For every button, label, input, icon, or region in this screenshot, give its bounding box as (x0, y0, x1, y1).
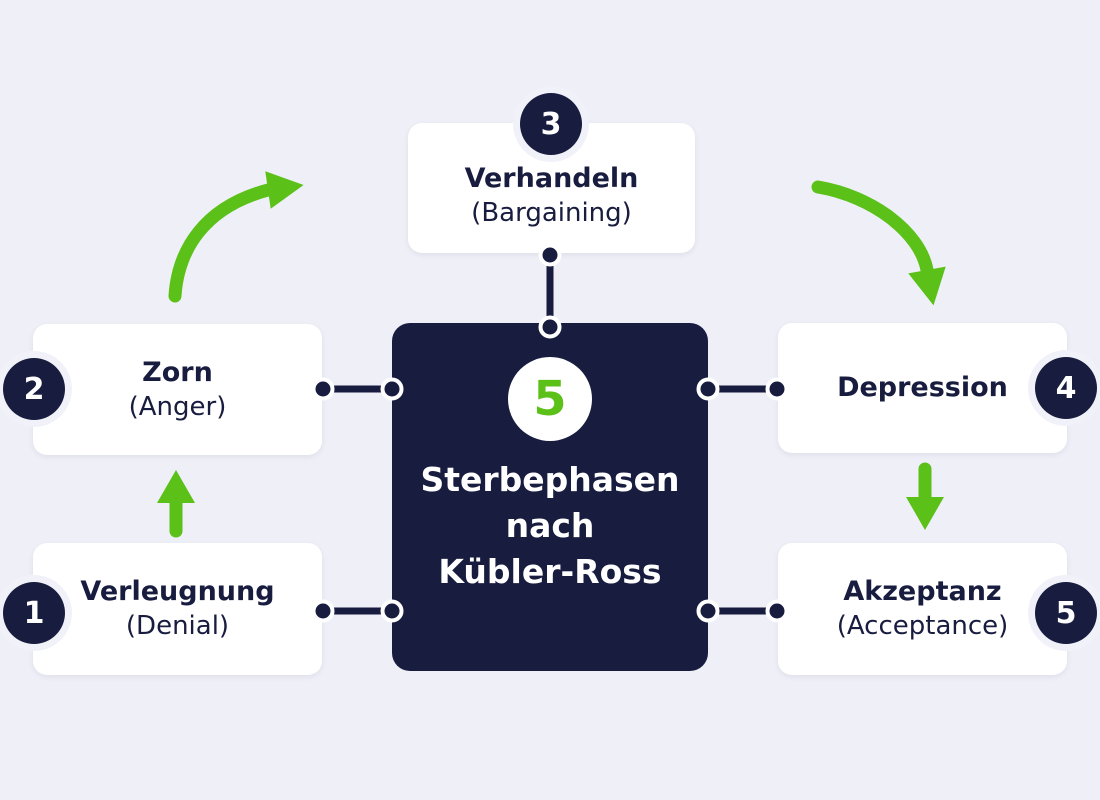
center-title-line: nach (505, 506, 595, 545)
stage-card-depression: Depression (778, 323, 1067, 453)
diagram-title: Sterbephasen nach Kübler-Ross (420, 457, 679, 595)
stage-name-en: (Acceptance) (836, 611, 1009, 641)
stage-number-badge: 2 (3, 358, 65, 420)
center-title-line: Sterbephasen (420, 460, 680, 499)
center-card: 5 Sterbephasen nach Kübler-Ross (392, 323, 708, 671)
center-number-circle: 5 (508, 357, 592, 441)
stage-name-de: Zorn (142, 356, 213, 388)
stage-name-de: Verhandeln (464, 163, 639, 194)
stage-name-en: (Denial) (125, 611, 230, 641)
stage-name-en: (Anger) (128, 391, 227, 422)
stage-number-badge: 3 (520, 93, 582, 155)
stage-number-badge: 4 (1035, 357, 1097, 419)
curved-arrow-down-right-icon (811, 180, 934, 277)
stage-card-acceptance: Akzeptanz (Acceptance) (778, 543, 1067, 675)
stage-card-anger: Zorn (Anger) (33, 324, 322, 455)
arrow-down-head-icon (906, 497, 944, 530)
center-number: 5 (533, 371, 567, 427)
stage-number-badge: 5 (1035, 582, 1097, 644)
curved-arrow-up-right-icon (168, 183, 275, 303)
stage-name-de: Depression (837, 372, 1008, 403)
curved-arrow-up-right-head-icon (265, 171, 304, 209)
stage-number-badge: 1 (3, 582, 65, 644)
stage-name-de: Akzeptanz (843, 576, 1002, 607)
stage-name-de: Verleugnung (80, 576, 275, 607)
arrow-up-head-icon (157, 470, 195, 503)
stage-card-denial: Verleugnung (Denial) (33, 543, 322, 675)
center-title-line: Kübler-Ross (438, 552, 662, 591)
curved-arrow-down-right-head-icon (908, 266, 946, 306)
stage-name-en: (Bargaining) (471, 198, 632, 228)
